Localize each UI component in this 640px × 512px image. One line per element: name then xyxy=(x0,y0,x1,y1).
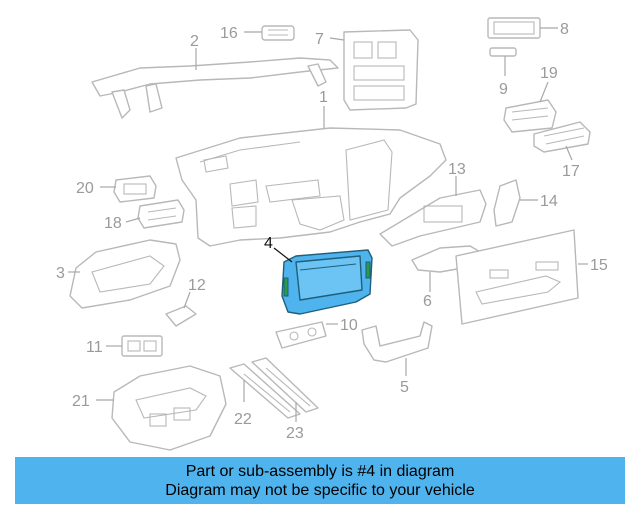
callout-12: 12 xyxy=(188,277,206,294)
part-9-trim-strip: 9 xyxy=(489,47,517,98)
callout-22: 22 xyxy=(234,411,252,428)
callout-16: 16 xyxy=(220,25,238,42)
callout-13: 13 xyxy=(448,161,466,178)
part-11-switch-panel: 11 xyxy=(86,335,163,357)
part-12-clip: 12 xyxy=(165,277,206,327)
part-2-cross-car-beam: 2 xyxy=(91,33,339,119)
callout-1: 1 xyxy=(319,89,328,106)
part-14-bracket: 14 xyxy=(493,179,558,227)
part-23-trim-panel: 23 xyxy=(251,357,319,442)
callout-4: 4 xyxy=(264,235,273,252)
callout-10: 10 xyxy=(340,317,358,334)
part-15-glove-box-panel: 15 xyxy=(455,229,608,325)
part-7-instrument-cluster: 7 xyxy=(315,29,419,111)
callout-7: 7 xyxy=(315,31,324,48)
parts-diagram: 2 16 7 8 9 19 xyxy=(56,17,608,451)
callout-2: 2 xyxy=(190,33,199,50)
part-21-floor-console: 21 xyxy=(72,365,227,451)
callout-21: 21 xyxy=(72,393,90,410)
callout-19: 19 xyxy=(540,65,558,82)
callout-18: 18 xyxy=(104,215,122,232)
callout-20: 20 xyxy=(76,180,94,197)
part-4-glove-box-highlighted: 4 xyxy=(264,235,373,315)
part-18-switch: 18 xyxy=(104,199,185,232)
callout-14: 14 xyxy=(540,193,558,210)
part-10-control-panel: 10 xyxy=(275,317,358,349)
part-16-vent: 16 xyxy=(220,25,295,42)
part-5-support-bracket: 5 xyxy=(361,321,433,396)
part-1-instrument-panel: 1 xyxy=(175,89,447,247)
part-3-storage-bin: 3 xyxy=(56,239,181,309)
part-22-trim-panel: 22 xyxy=(229,363,301,428)
callout-15: 15 xyxy=(590,257,608,274)
part-19-vent: 19 xyxy=(503,65,558,133)
part-17-vent: 17 xyxy=(533,121,591,180)
callout-3: 3 xyxy=(56,265,65,282)
banner-line-2: Diagram may not be specific to your vehi… xyxy=(165,482,475,499)
callout-9: 9 xyxy=(499,81,508,98)
part-8-pocket: 8 xyxy=(487,17,569,39)
part-20-vent: 20 xyxy=(76,175,157,203)
part-13-glove-box-door: 13 xyxy=(379,161,487,247)
callout-11: 11 xyxy=(86,339,103,356)
callout-6: 6 xyxy=(423,293,432,310)
callout-5: 5 xyxy=(400,379,409,396)
callout-23: 23 xyxy=(286,425,304,442)
callout-17: 17 xyxy=(562,163,580,180)
callout-8: 8 xyxy=(560,21,569,38)
info-banner: Part or sub-assembly is #4 in diagram Di… xyxy=(15,457,625,504)
banner-line-1: Part or sub-assembly is #4 in diagram xyxy=(185,463,455,480)
